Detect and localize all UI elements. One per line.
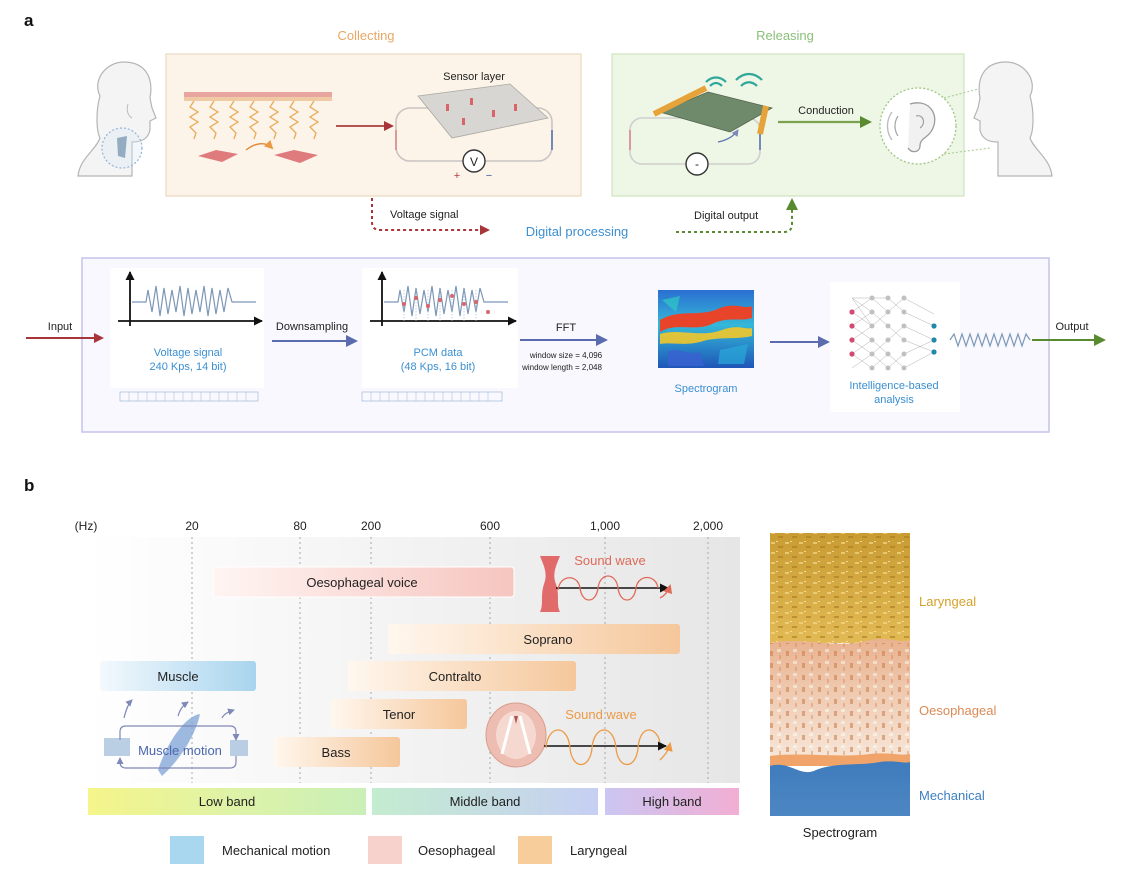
voltage-signal-plot <box>110 268 264 388</box>
larynx-sound-wave-illustration <box>485 702 673 768</box>
output-label: Output <box>1055 321 1088 333</box>
muscle-label: Muscle <box>157 669 198 684</box>
sensor-circuit: V + − <box>395 83 553 182</box>
soprano-label: Soprano <box>523 632 572 647</box>
conduction-label: Conduction <box>798 105 854 117</box>
pcm-plot-label: PCM data <box>414 347 464 359</box>
high-band-label: High band <box>642 794 701 809</box>
muscle-motion-illustration <box>104 699 248 776</box>
spectrogram-thumbnail <box>658 290 754 368</box>
bass-bar <box>274 737 400 767</box>
contralto-bar <box>348 661 576 691</box>
releasing-title: Releasing <box>756 28 814 43</box>
spec-label-mechanical: Mechanical <box>919 788 985 803</box>
digital-output-label: Digital output <box>694 210 758 222</box>
sensor-layer-label: Sensor layer <box>443 71 505 83</box>
neural-network-icon <box>830 282 960 412</box>
voltage-signal-dashed-arrow <box>371 198 490 235</box>
output-waveform <box>949 332 1031 348</box>
low-band <box>88 788 366 815</box>
speaker-circuit: - <box>629 85 774 176</box>
tick-20: 20 <box>185 519 199 533</box>
pcm-data-plot <box>362 268 518 388</box>
legend-swatch-laryngeal <box>518 836 552 864</box>
window-size-label: window size = 4,096 <box>529 351 603 360</box>
input-label: Input <box>48 321 72 333</box>
muscle-bar <box>100 661 256 691</box>
voltmeter-label: V <box>470 155 478 169</box>
spec-caption: Spectrogram <box>803 825 877 840</box>
voltage-data-buffer <box>119 391 259 402</box>
fft-label: FFT <box>556 322 576 334</box>
legend-swatch-oesophageal <box>368 836 402 864</box>
skin-microstructure-illustration <box>184 92 332 163</box>
contralto-label: Contralto <box>429 669 482 684</box>
bass-label: Bass <box>322 745 351 760</box>
spec-label-oesophageal: Oesophageal <box>919 703 996 718</box>
voltmeter-icon <box>462 149 486 173</box>
sound-wave-label-2: Sound wave <box>565 707 637 722</box>
legend-label-mechanical: Mechanical motion <box>222 843 330 858</box>
spectrogram-large <box>770 533 910 816</box>
collecting-title: Collecting <box>337 28 394 43</box>
muscle-motion-label: Muscle motion <box>138 743 222 758</box>
oesophageal-voice-bar <box>212 566 515 598</box>
plus-sign: + <box>454 170 460 182</box>
signal-source-label: - <box>695 157 699 171</box>
wireless-icon <box>705 72 763 87</box>
downsampling-label: Downsampling <box>276 321 348 333</box>
legend-label-oesophageal: Oesophageal <box>418 843 495 858</box>
oesophagus-sound-wave-illustration <box>540 556 673 612</box>
pcm-data-buffer <box>361 391 503 402</box>
voltage-plot-label: Voltage signal <box>154 347 223 359</box>
low-band-label: Low band <box>199 794 255 809</box>
spectrogram-thumb-label: Spectrogram <box>675 383 738 395</box>
oesophageal-voice-label: Oesophageal voice <box>306 575 417 590</box>
legend-label-laryngeal: Laryngeal <box>570 843 627 858</box>
high-band <box>605 788 739 815</box>
tick-80: 80 <box>293 519 307 533</box>
digital-processing-label: Digital processing <box>526 224 629 239</box>
middle-band-label: Middle band <box>450 794 521 809</box>
tenor-label: Tenor <box>383 707 416 722</box>
panel-a-label: a <box>24 11 34 30</box>
speaker-head-illustration <box>77 61 157 177</box>
voltage-signal-label: Voltage signal <box>390 209 459 221</box>
ear-icon <box>879 85 991 165</box>
axis-unit-label: (Hz) <box>75 519 98 533</box>
middle-band <box>372 788 598 815</box>
tick-600: 600 <box>480 519 500 533</box>
analysis-label-line1: Intelligence-based <box>849 380 938 392</box>
spec-label-laryngeal: Laryngeal <box>919 594 976 609</box>
tick-200: 200 <box>361 519 381 533</box>
pcm-plot-sublabel: (48 Kps, 16 bit) <box>401 361 476 373</box>
panel-b-label: b <box>24 476 34 495</box>
legend-swatch-mechanical <box>170 836 204 864</box>
tenor-bar <box>331 699 467 729</box>
digital-output-dashed-arrow <box>676 198 798 233</box>
voltage-plot-sublabel: 240 Kps, 14 bit) <box>149 361 226 373</box>
analysis-label-line2: analysis <box>874 394 914 406</box>
tick-2000: 2,000 <box>693 519 723 533</box>
tick-1000: 1,000 <box>590 519 620 533</box>
minus-sign: − <box>486 170 492 182</box>
signal-source-icon <box>685 152 709 176</box>
sound-wave-label-1: Sound wave <box>574 553 646 568</box>
window-length-label: window length = 2,048 <box>521 363 602 372</box>
listener-head-illustration <box>973 61 1053 177</box>
soprano-bar <box>388 624 680 654</box>
